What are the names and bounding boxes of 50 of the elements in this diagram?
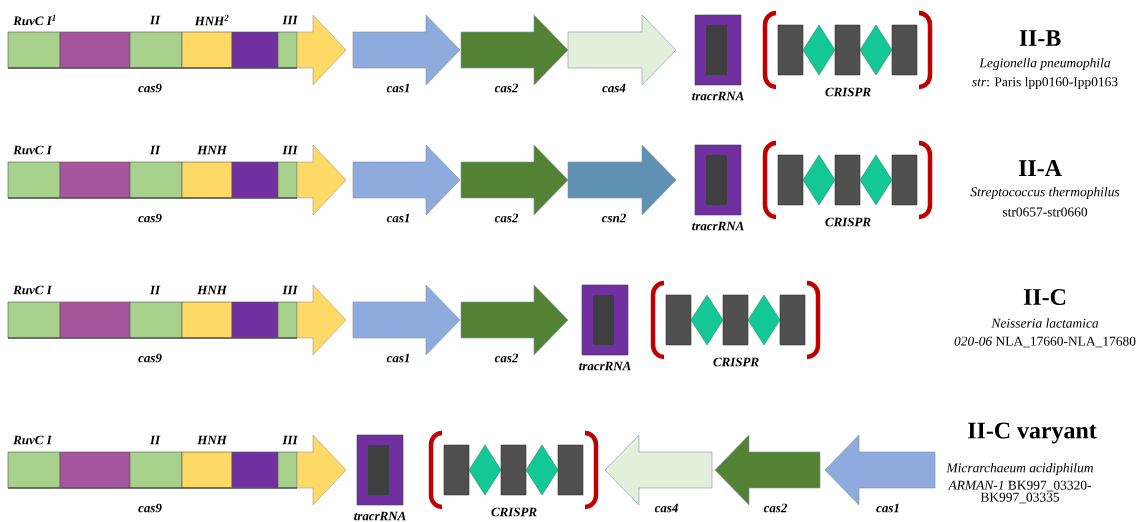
subtype-heading: II-A bbox=[1018, 160, 1062, 176]
gene-label: cas2 bbox=[494, 353, 519, 363]
gene-label: csn2 bbox=[601, 213, 626, 223]
gene-label: tracrRNA bbox=[354, 511, 406, 521]
domain-label: II bbox=[149, 435, 161, 445]
gene-label: cas2 bbox=[494, 213, 519, 223]
species-name: Streptococcus thermophilus bbox=[970, 186, 1120, 200]
gene-label: CRISPR bbox=[491, 507, 537, 517]
locus-label: 020-06 NLA_17660-NLA_17680 bbox=[954, 336, 1136, 348]
gene-label: tracrRNA bbox=[692, 221, 744, 231]
domain-label: II bbox=[149, 145, 161, 155]
domain-label: RuvC I bbox=[13, 145, 53, 155]
domain-label: III bbox=[282, 435, 298, 445]
domain-label: HNH bbox=[197, 285, 228, 295]
domain-label: RuvC I$^{1}$ bbox=[13, 14, 56, 26]
gene-label: cas9 bbox=[138, 503, 162, 513]
gene-label: cas9 bbox=[138, 83, 162, 93]
gene-label: cas1 bbox=[386, 213, 410, 223]
domain-label: II bbox=[149, 285, 161, 295]
gene-label: cas9 bbox=[138, 353, 162, 363]
gene-label: cas1 bbox=[876, 503, 899, 513]
domain-label: HNH$^{2}$ bbox=[194, 14, 229, 26]
gene-label: cas9 bbox=[138, 213, 162, 223]
gene-label: cas1 bbox=[386, 353, 410, 363]
subtype-heading: II-C bbox=[1023, 288, 1066, 306]
locus-label: str0657-str0660 bbox=[1002, 207, 1088, 217]
species-name: Neisseria lactamica bbox=[991, 318, 1099, 328]
gene-label: CRISPR bbox=[825, 217, 871, 227]
subtype-heading: II-C varyant bbox=[968, 422, 1097, 444]
gene-label: cas4 bbox=[654, 503, 678, 513]
locus-label: ARMAN-1 BK997_03320- BK997_03335 bbox=[947, 480, 1092, 504]
gene-label: cas2 bbox=[494, 83, 519, 93]
domain-label: III bbox=[282, 15, 298, 25]
domain-label: III bbox=[282, 145, 298, 155]
domain-label: II bbox=[149, 15, 161, 25]
locus-label: str: Paris lpp0160-Ipp0163 bbox=[972, 76, 1118, 90]
species-name: Legionella pneumophila bbox=[979, 57, 1111, 71]
gene-label: CRISPR bbox=[713, 357, 759, 367]
domain-label: RuvC I bbox=[13, 285, 53, 295]
domain-label: RuvC I bbox=[13, 435, 53, 445]
gene-label: cas4 bbox=[602, 83, 626, 93]
domain-label: III bbox=[282, 285, 298, 295]
gene-label: tracrRNA bbox=[579, 361, 631, 371]
domain-label: HNH bbox=[197, 435, 228, 445]
gene-label: tracrRNA bbox=[692, 91, 744, 101]
gene-label: cas1 bbox=[386, 83, 410, 93]
gene-label: CRISPR bbox=[825, 87, 871, 97]
subtype-heading: II-B bbox=[1019, 30, 1061, 46]
domain-label: HNH bbox=[197, 145, 228, 155]
gene-label: cas2 bbox=[763, 503, 788, 513]
